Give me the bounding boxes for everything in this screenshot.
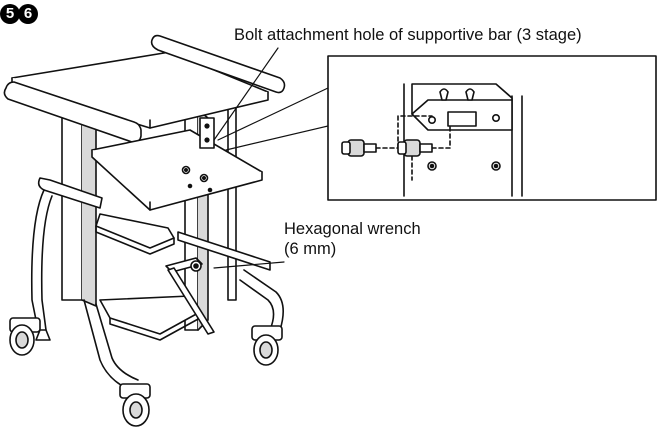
bolt-detail-2 bbox=[397, 139, 433, 157]
step-6-badge: 6 bbox=[18, 4, 38, 24]
middle-tray bbox=[37, 129, 263, 211]
support-bar-holes bbox=[199, 117, 215, 149]
bolt-hole-callout-label: Bolt attachment hole of supportive bar (… bbox=[234, 26, 582, 44]
leader-lines bbox=[213, 47, 329, 269]
hex-wrench bbox=[165, 257, 215, 335]
bottom-base bbox=[99, 295, 201, 341]
lower-tray bbox=[95, 213, 271, 271]
hex-wrench-callout-label: Hexagonal wrench bbox=[284, 220, 421, 238]
legs-and-casters bbox=[9, 189, 284, 427]
step-5-badge: 5 bbox=[0, 4, 20, 24]
bolt-detail-1 bbox=[341, 139, 377, 157]
detail-inset bbox=[327, 55, 657, 201]
top-tray bbox=[3, 34, 286, 143]
hex-wrench-size-label: (6 mm) bbox=[284, 240, 337, 258]
